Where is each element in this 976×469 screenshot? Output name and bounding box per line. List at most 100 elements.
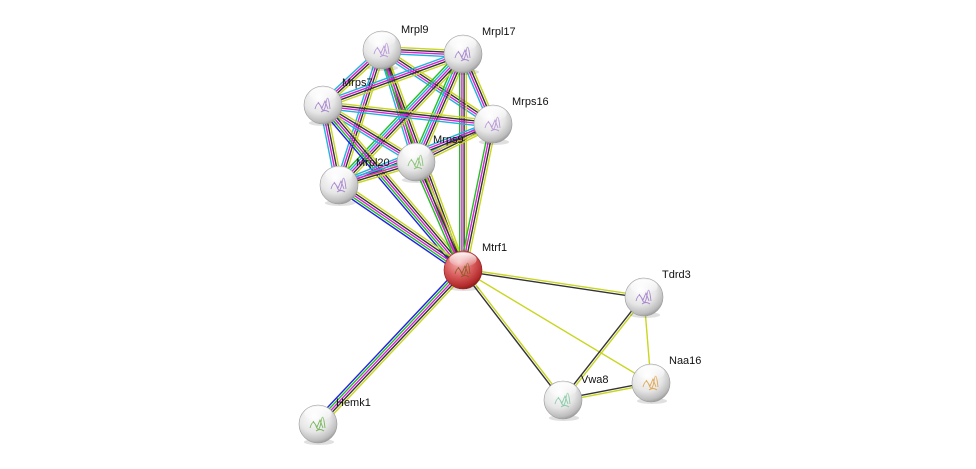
edge-line-textmining: [341, 56, 467, 189]
node-mrpl20[interactable]: Mrpl20: [319, 157, 390, 206]
edge-mtrf1-vwa8[interactable]: [461, 268, 565, 402]
edge-mrpl9-mrps9[interactable]: [378, 48, 420, 164]
edge-line-database: [335, 48, 380, 185]
node-label: Tdrd3: [662, 269, 691, 281]
edge-mrps9-mtrf1[interactable]: [412, 160, 467, 272]
edge-line-experiments: [380, 50, 416, 163]
edge-line-coexpression: [339, 50, 384, 186]
node-highlight: [449, 36, 477, 51]
edge-line-experiments: [322, 105, 493, 126]
edge-line-textmining: [341, 180, 466, 267]
edge-line-coexpression: [561, 295, 644, 400]
node-highlight: [479, 106, 507, 121]
edge-line-coexpression: [416, 161, 465, 270]
edge-mrpl9-mrpl20[interactable]: [335, 48, 386, 187]
edge-line-coexpression: [417, 54, 466, 164]
edge-mrps7-mrps16[interactable]: [322, 101, 494, 128]
edge-mrpl17-mrps7[interactable]: [321, 50, 465, 109]
edge-line-textmining: [465, 124, 497, 271]
node-label: Mrpl20: [356, 157, 390, 169]
node-highlight: [637, 365, 665, 380]
node-label: Mrps7: [342, 77, 373, 89]
edge-line-experiments: [461, 123, 493, 270]
edge-line-cooccurrence: [336, 188, 461, 275]
node-highlight: [368, 32, 396, 47]
edge-line-experiments: [414, 162, 463, 271]
node-highlight: [549, 382, 577, 397]
node-mrps16[interactable]: Mrps16: [473, 96, 549, 145]
edge-line-neighborhood: [337, 186, 463, 273]
node-mrpl17[interactable]: Mrpl17: [443, 26, 516, 75]
node-highlight: [402, 144, 430, 159]
edge-line-coexpression: [339, 182, 465, 269]
edge-line-textmining: [323, 56, 465, 109]
edge-line-textmining: [463, 268, 645, 297]
edges-layer: [314, 46, 652, 428]
edge-line-database: [322, 107, 493, 128]
edge-tdrd3-vwa8[interactable]: [561, 295, 646, 402]
node-highlight: [630, 279, 658, 294]
edge-mrps16-mtrf1[interactable]: [459, 123, 497, 271]
edge-line-coexpression: [323, 103, 494, 124]
node-highlight: [449, 252, 477, 267]
node-hemk1[interactable]: Hemk1: [298, 397, 371, 445]
edge-line-textmining: [384, 48, 420, 162]
edge-line-neighborhood: [412, 163, 461, 272]
node-mtrf1[interactable]: Mtrf1: [443, 242, 507, 291]
node-label: Mrpl17: [482, 26, 516, 38]
edge-line-database: [378, 50, 414, 164]
node-label: Hemk1: [336, 397, 371, 409]
edge-mtrf1-naa16[interactable]: [462, 269, 652, 384]
edge-line-database: [336, 52, 462, 184]
edge-mrpl17-mrpl20[interactable]: [335, 50, 467, 189]
node-mrps7[interactable]: Mrps7: [303, 77, 373, 126]
node-naa16[interactable]: Naa16: [631, 355, 701, 404]
edge-line-textmining: [325, 101, 467, 268]
edge-line-neighborhood: [320, 105, 462, 272]
edge-line-experiments: [338, 53, 464, 186]
edge-line-textmining: [462, 269, 652, 384]
edge-line-textmining: [563, 297, 646, 402]
node-mrpl9[interactable]: Mrpl9: [362, 24, 429, 71]
edge-line-textmining: [463, 268, 565, 400]
edge-line-coexpression: [324, 103, 466, 270]
node-label: Mtrf1: [482, 242, 507, 254]
edge-line-coexpression: [319, 271, 466, 426]
edge-line-experiments: [317, 269, 464, 425]
edge-mrpl17-mtrf1[interactable]: [459, 54, 467, 270]
edge-mrpl20-mtrf1[interactable]: [336, 180, 466, 275]
edge-line-textmining: [383, 46, 496, 122]
edge-line-coexpression: [382, 49, 418, 162]
node-label: Mrps16: [512, 96, 549, 108]
edge-line-cooccurrence: [319, 107, 461, 274]
edge-mtrf1-tdrd3[interactable]: [462, 268, 645, 299]
edge-line-textmining: [418, 160, 467, 269]
edge-line-experiments: [322, 104, 464, 271]
edge-line-cooccurrence: [314, 266, 461, 422]
edge-mrps7-mtrf1[interactable]: [319, 101, 467, 274]
node-label: Naa16: [669, 355, 701, 367]
edge-line-database: [321, 50, 463, 103]
edge-line-coexpression: [340, 55, 466, 187]
node-tdrd3[interactable]: Tdrd3: [624, 269, 691, 318]
node-label: Vwa8: [581, 374, 609, 386]
edge-mtrf1-hemk1[interactable]: [314, 266, 467, 428]
edge-line-experiments: [337, 49, 382, 185]
edge-line-experiments: [322, 52, 463, 105]
edge-line-experiments: [338, 184, 464, 271]
node-vwa8[interactable]: Vwa8: [543, 374, 609, 421]
edge-line-textmining: [323, 101, 494, 122]
edge-line-experiments: [415, 53, 464, 163]
edge-line-textmining: [320, 272, 467, 428]
node-highlight: [309, 87, 337, 102]
edge-line-textmining: [341, 50, 386, 187]
edge-line-coexpression: [323, 54, 464, 107]
edge-line-coexpression: [462, 270, 644, 299]
edge-line-coexpression: [463, 124, 495, 271]
edge-line-neighborhood: [315, 268, 462, 423]
node-highlight: [304, 406, 332, 421]
node-mrps9[interactable]: Mrps9: [396, 134, 464, 183]
node-label: Mrps9: [433, 134, 464, 146]
edge-line-neighborhood: [459, 123, 491, 270]
